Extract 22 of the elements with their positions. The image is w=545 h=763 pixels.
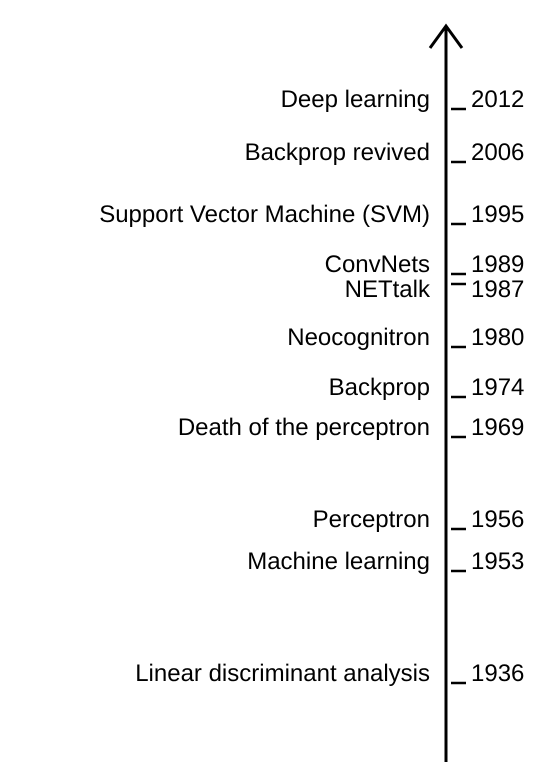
year-label: 2012 (471, 86, 524, 114)
year-label: 1987 (471, 276, 524, 304)
event-label: Linear discriminant analysis (135, 660, 430, 688)
event-label: Deep learning (280, 86, 430, 114)
event-label: Backprop revived (244, 139, 430, 167)
year-label: 1974 (471, 374, 524, 402)
year-label: 1953 (471, 548, 524, 576)
event-label: Backprop (328, 374, 430, 402)
event-label: ConvNets (324, 251, 430, 279)
year-label: 1956 (471, 506, 524, 534)
year-label: 1995 (471, 201, 524, 229)
event-label: Perceptron (312, 506, 430, 534)
event-label: Machine learning (247, 548, 430, 576)
year-label: 1980 (471, 324, 524, 352)
event-label: Support Vector Machine (SVM) (99, 201, 430, 229)
event-label: NETtalk (344, 276, 430, 304)
year-label: 2006 (471, 139, 524, 167)
event-label: Neocognitron (287, 324, 430, 352)
year-label: 1969 (471, 414, 524, 442)
year-label: 1989 (471, 251, 524, 279)
year-label: 1936 (471, 660, 524, 688)
event-label: Death of the perceptron (178, 414, 430, 442)
